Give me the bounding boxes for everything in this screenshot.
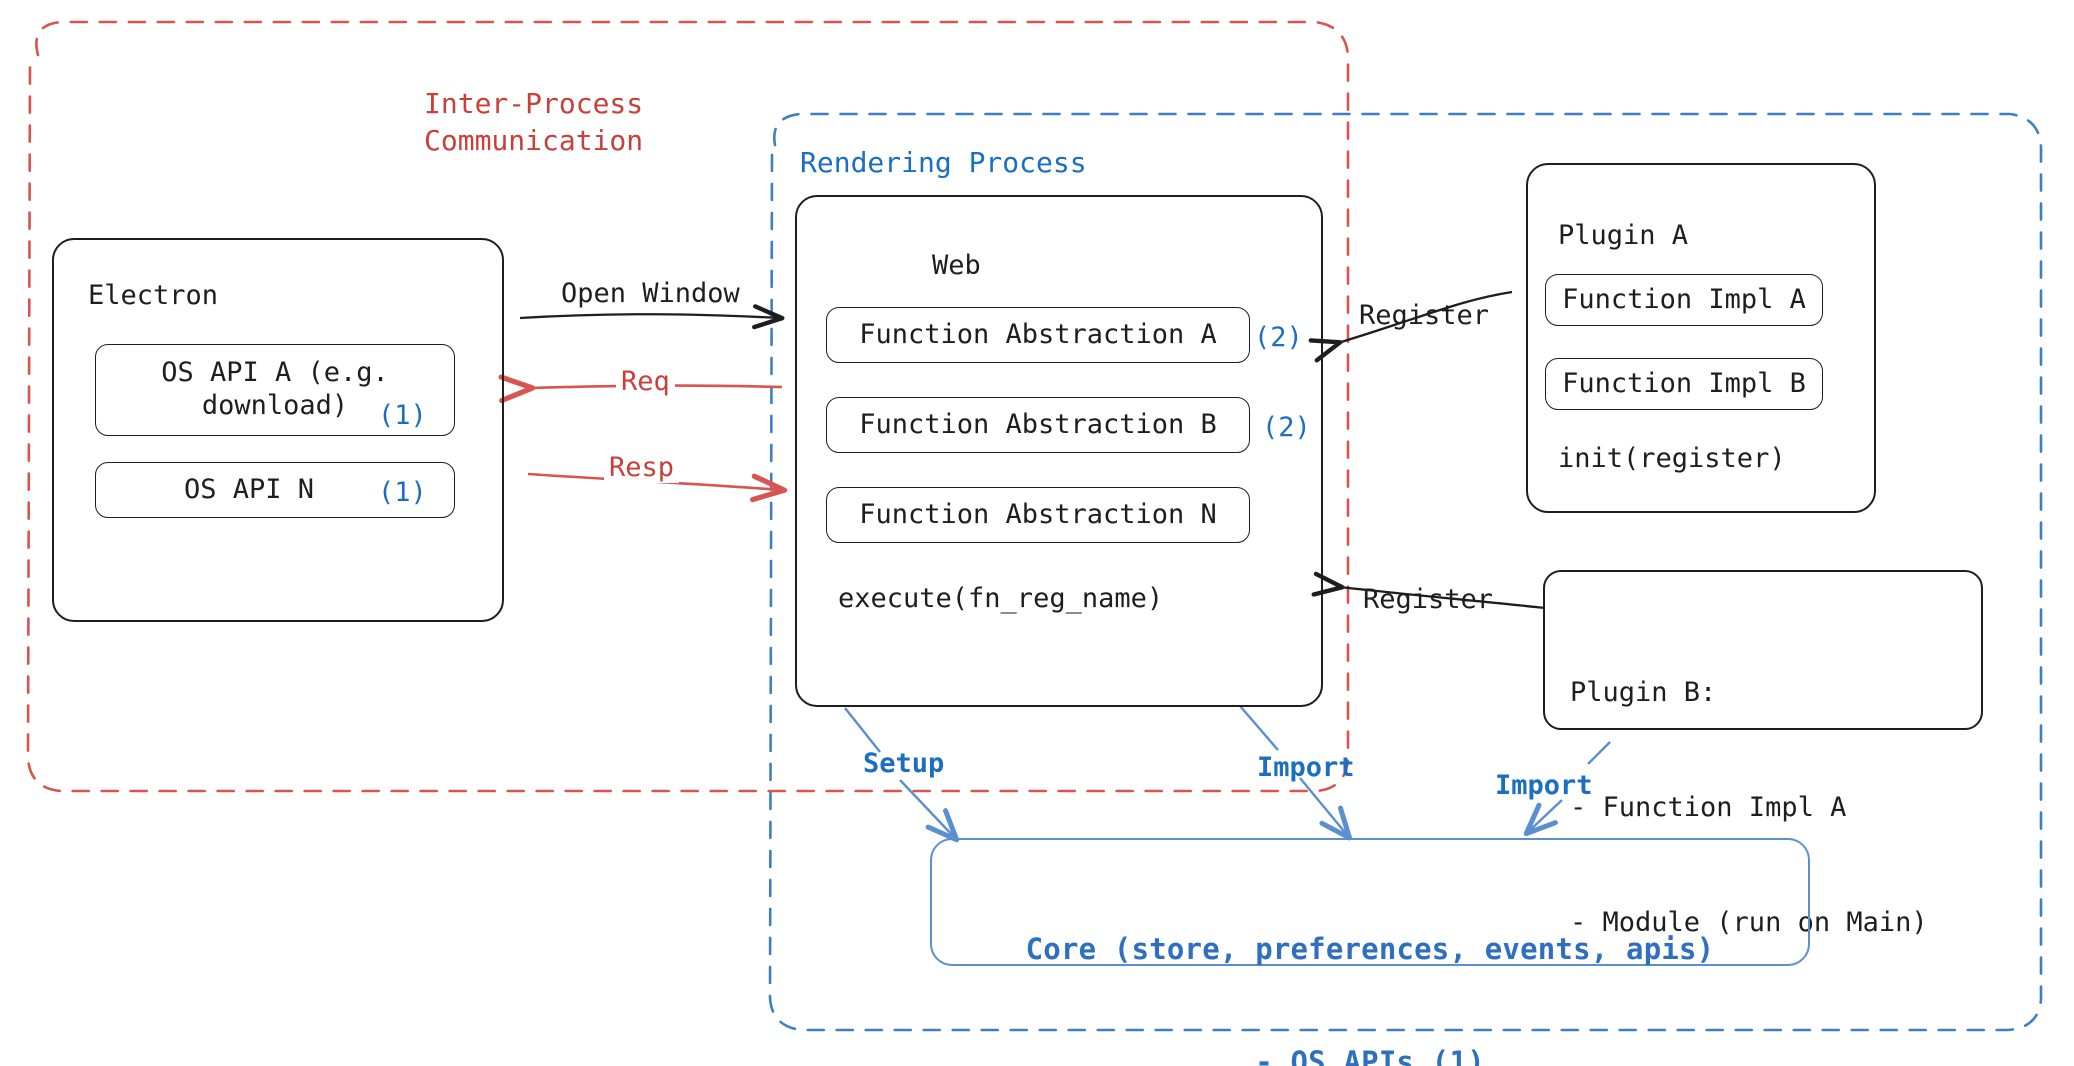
os-api-a-box[interactable]: OS API A (e.g. download) [95, 344, 455, 436]
plugin-b-box [1543, 570, 1983, 730]
os-api-a-tag: (1) [378, 400, 427, 431]
function-abstraction-n-label: Function Abstraction N [859, 498, 1217, 530]
function-abstraction-b-box[interactable]: Function Abstraction B [826, 397, 1250, 453]
core-line-1: Core (store, preferences, events, apis) [1025, 932, 1715, 967]
core-box [930, 838, 1810, 966]
plugin-a-box [1526, 163, 1876, 513]
function-abstraction-a-tag: (2) [1254, 322, 1303, 353]
plugin-b-line-1: Plugin B: [1570, 676, 1717, 708]
plugin-b-lines: Plugin B: - Function Impl A - Module (ru… [1570, 597, 1928, 1019]
core-line-2: - OS APIs (1) [1255, 1045, 1485, 1066]
electron-title: Electron [88, 280, 219, 311]
function-abstraction-a-label: Function Abstraction A [859, 318, 1217, 350]
function-impl-a-box[interactable]: Function Impl A [1545, 274, 1823, 326]
web-title: Web [932, 250, 981, 281]
group-label-rendering: Rendering Process [800, 146, 1087, 179]
web-box [795, 195, 1323, 707]
os-api-a-label: OS API A (e.g. download) [161, 357, 389, 421]
function-impl-a-label: Function Impl A [1562, 283, 1806, 315]
function-impl-b-box[interactable]: Function Impl B [1545, 358, 1823, 410]
electron-box [52, 238, 504, 622]
edge-label-import-web: Import [1257, 752, 1355, 783]
os-api-n-label: OS API N [183, 473, 315, 505]
edge-label-register-b: Register [1363, 584, 1494, 615]
function-impl-b-label: Function Impl B [1562, 367, 1806, 399]
function-abstraction-a-box[interactable]: Function Abstraction A [826, 307, 1250, 363]
web-execute-label: execute(fn_reg_name) [838, 583, 1164, 614]
edge-open-window [519, 304, 785, 330]
plugin-b-line-3: - Module (run on Main) [1570, 906, 1928, 938]
plugin-a-init-label: init(register) [1558, 443, 1786, 474]
edge-label-import-plugin: Import [1495, 770, 1593, 801]
edge-label-open-window: Open Window [556, 278, 745, 309]
edge-label-resp: Resp [604, 452, 680, 483]
edge-label-setup: Setup [863, 748, 945, 779]
core-lines: Core (store, preferences, events, apis) … [930, 856, 1810, 1066]
plugin-a-title: Plugin A [1558, 220, 1689, 251]
os-api-n-tag: (1) [378, 477, 427, 508]
group-label-ipc: Inter-Process Communication [424, 87, 644, 157]
plugin-b-line-2: - Function Impl A [1570, 791, 1847, 823]
edge-label-req: Req [616, 366, 675, 397]
function-abstraction-b-label: Function Abstraction B [859, 408, 1217, 440]
edge-label-register-a: Register [1359, 300, 1490, 331]
os-api-n-box[interactable]: OS API N [95, 462, 455, 518]
function-abstraction-n-box[interactable]: Function Abstraction N [826, 487, 1250, 543]
function-abstraction-b-tag: (2) [1262, 412, 1311, 443]
